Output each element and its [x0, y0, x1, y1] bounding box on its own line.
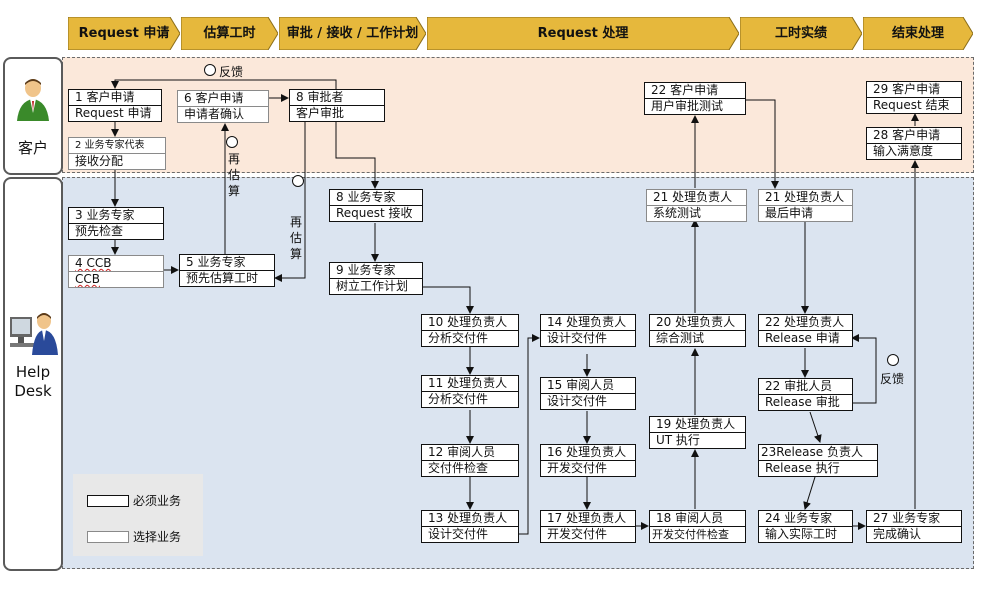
- helpdesk-person-icon: [10, 313, 58, 355]
- phase-arrow-shape: [181, 17, 278, 50]
- phase-label: 结束处理: [891, 26, 944, 41]
- feedback-label-top: 反馈: [219, 65, 244, 79]
- node-22-user-approval-test: 22 客户申请用户审批测试: [644, 82, 746, 115]
- phase-label: 工时实绩: [774, 26, 827, 41]
- feedback-label-right: 反馈: [880, 372, 905, 386]
- phase-arrow-shape: [427, 17, 739, 50]
- helpdesk-lane-label-2: Desk: [14, 382, 52, 400]
- node-14-design: 14 处理负责人设计交付件: [540, 314, 636, 347]
- helpdesk-lane-label-1: Help: [15, 363, 51, 381]
- phase-label: 审批 / 接收 / 工作计划: [286, 26, 419, 41]
- phase-label: Request 申请: [78, 26, 170, 41]
- node-21-system-test: 21 处理负责人系统测试: [646, 189, 747, 222]
- node-11-analysis: 11 处理负责人分析交付件: [421, 375, 519, 408]
- reestimate-label-2: 再估算: [289, 215, 302, 261]
- legend-optional-label: 选择业务: [133, 530, 182, 544]
- node-8-approver: 8 审批者客户审批: [289, 89, 385, 122]
- helpdesk-zone: [62, 177, 974, 569]
- legend-required-label: 必须业务: [133, 494, 182, 508]
- helpdesk-lane: Help Desk: [3, 177, 63, 571]
- feedback-circle-right: [887, 354, 899, 366]
- phase-actual-hours: 工时实绩: [740, 17, 862, 50]
- reestimate-circle-2: [292, 175, 304, 187]
- node-10-analysis: 10 处理负责人分析交付件: [421, 314, 519, 347]
- feedback-circle-top: [204, 64, 216, 76]
- legend: 必须业务 选择业务: [73, 474, 203, 556]
- phase-arrow-shape: [740, 17, 862, 50]
- node-15-design-review: 15 审阅人员设计交付件: [540, 377, 636, 410]
- phase-arrow-shape: [279, 17, 426, 50]
- customer-person-icon: [17, 79, 49, 121]
- phase-arrow-shape: [68, 17, 180, 50]
- phase-close: 结束处理: [863, 17, 973, 50]
- node-9-work-plan: 9 业务专家树立工作计划: [329, 262, 423, 295]
- legend-required-swatch: [87, 495, 129, 507]
- node-27-completion: 27 业务专家完成确认: [866, 510, 962, 543]
- node-5-pre-estimate: 5 业务专家预先估算工时: [179, 254, 275, 287]
- phase-approve-receive-plan: 审批 / 接收 / 工作计划: [279, 17, 426, 50]
- phase-estimate-hours: 估算工时: [181, 17, 278, 50]
- node-13-design: 13 处理负责人设计交付件: [421, 510, 519, 543]
- node-18-dev-review: 18 审阅人员开发交付件检查: [649, 510, 746, 543]
- node-20-integration-test: 20 处理负责人综合测试: [649, 314, 746, 347]
- node-28-satisfaction: 28 客户申请输入满意度: [866, 127, 962, 160]
- phase-label: 估算工时: [203, 26, 256, 41]
- legend-optional-swatch: [87, 531, 129, 543]
- reestimate-label-1: 再估算: [227, 152, 240, 198]
- customer-lane: 客户: [3, 57, 63, 175]
- phase-label: Request 处理: [537, 26, 629, 41]
- phase-arrow-shape: [863, 17, 973, 50]
- node-12-deliverable-check: 12 审阅人员交付件检查: [421, 444, 519, 477]
- node-3-pre-check: 3 业务专家预先检查: [68, 207, 164, 240]
- phase-request-apply: Request 申请: [68, 17, 180, 50]
- node-16-development: 16 处理负责人开发交付件: [540, 444, 636, 477]
- node-17-development: 17 处理负责人开发交付件: [540, 510, 636, 543]
- node-24-actual-hours: 24 业务专家输入实际工时: [758, 510, 853, 543]
- reestimate-circle-1: [226, 136, 238, 148]
- node-2-business-rep-assign: 2 业务专家代表接收分配: [68, 137, 166, 170]
- phase-request-processing: Request 处理: [427, 17, 739, 50]
- node-6-applicant-confirm: 6 客户申请申请者确认: [177, 90, 269, 123]
- node-21-final-request: 21 处理负责人最后申请: [758, 189, 853, 222]
- customer-lane-label: 客户: [17, 139, 48, 157]
